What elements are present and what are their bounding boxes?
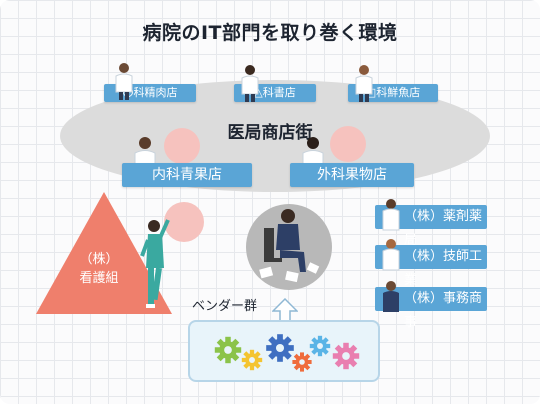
doctor-icon (115, 63, 133, 100)
nursing-group-triangle (36, 192, 172, 314)
gear-icon (309, 335, 331, 357)
vendor-gears (214, 334, 360, 372)
speech-bubble (164, 202, 204, 242)
shop-sign-surgery: 外科果物店 (290, 163, 414, 187)
nursing-group-label-line1: （株） (79, 252, 119, 267)
nursing-group-label: （株） 看護組 (44, 250, 154, 288)
gear-icon (292, 352, 312, 372)
stressed-worker-icon (259, 209, 320, 283)
nursing-group-label-line2: 看護組 (79, 271, 119, 286)
gear-icon (266, 334, 294, 362)
doctor-icon (382, 239, 400, 271)
shop-sign-internal-medicine: 内科青果店 (122, 163, 252, 187)
vendor-group-label: ベンダー群 (192, 299, 258, 314)
speech-bubble (164, 128, 200, 164)
nurse-icon (140, 219, 170, 308)
speech-bubble (330, 126, 366, 162)
gear-icon (241, 349, 263, 371)
gear-icon (214, 336, 242, 364)
diagram-title: 病院のIT部門を取り巻く環境 (142, 22, 398, 44)
doctor-icon (355, 65, 373, 102)
gear-icon (332, 342, 360, 370)
doctor-icon (383, 281, 399, 312)
medical-office-street-label: 医局商店街 (227, 123, 313, 143)
doctor-icon (382, 199, 400, 231)
doctor-icon (241, 65, 259, 102)
